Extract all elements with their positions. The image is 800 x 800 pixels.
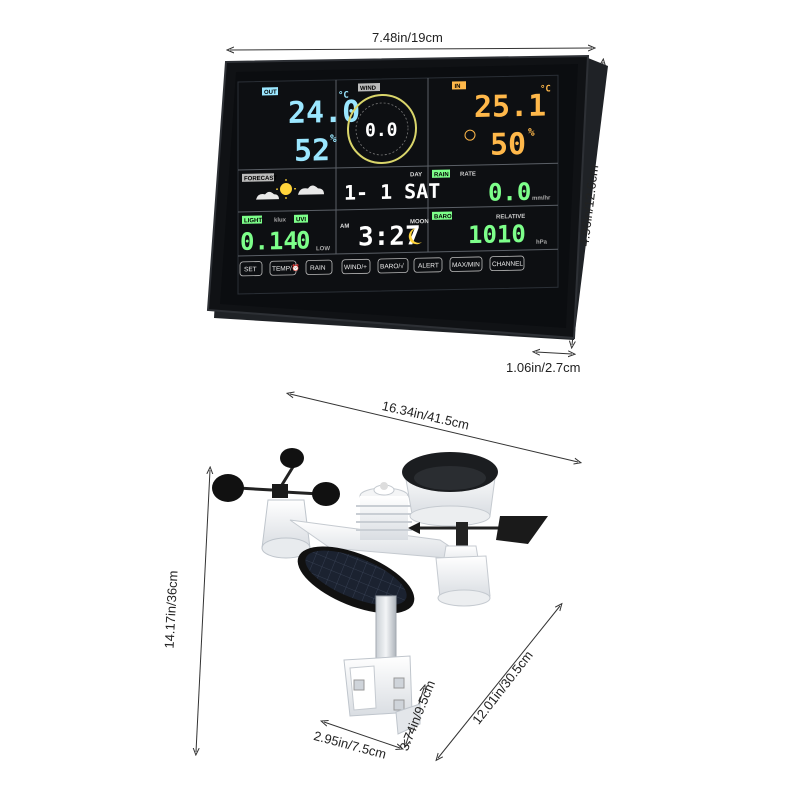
outdoor-humidity-unit: % [330,132,337,145]
uvi-level: LOW [316,246,330,252]
rain-button-label: RAIN [310,265,326,272]
max-min-button[interactable] [449,256,483,272]
channel-button-label: CHANNEL [492,261,523,269]
rain-value: 0.0 [488,178,531,207]
wind-speed: 0.0 [365,120,398,142]
alert-button[interactable] [413,257,443,273]
baro-unit: hPa [536,240,548,246]
compass-dial [347,93,417,164]
mounting-bracket [343,655,421,735]
set-button[interactable] [239,261,263,277]
set-button-label: SET [244,266,257,273]
baro-value: 1010 [468,220,526,249]
wind-label: WIND [360,86,377,92]
temp-button[interactable] [269,260,297,276]
indoor-humidity: 50 [490,127,526,163]
rain-rate-label: RATE [460,172,476,178]
anemometer [212,448,340,506]
uvi-label: UVI [296,217,306,223]
sun-cloud-forecast-icon [256,178,324,200]
comfort-face-icon [464,129,476,141]
max-min-button-label: MAX/MIN [452,261,480,269]
baro-label: BARO [434,214,452,220]
indoor-humidity-unit: % [528,126,535,139]
sensor-width-dim-line [290,394,578,462]
sensor-mast-dim-line [438,606,560,758]
temp-button-label: TEMP/⏰ [272,263,300,273]
mast-pole [375,595,397,659]
lcd-screen: OUT 24.0 °C 52 % WIND 0.0 IN 25.1 °C 50 … [237,74,559,295]
console-depth-label: 1.06in/2.7cm [506,360,581,375]
outdoor-temp-unit: °C [338,91,349,101]
wind-button[interactable] [341,258,371,275]
in-label: IN [455,84,461,90]
light-unit: klux [274,217,287,223]
rain-unit: mm/hr [532,195,551,201]
outdoor-humidity: 52 [294,133,330,169]
am-label: AM [340,224,349,230]
alert-button-label: ALERT [418,262,439,269]
uvi-value: 0 [296,226,310,254]
out-tag [262,87,278,96]
rain-button[interactable] [305,259,333,275]
indoor-temp: 25.1 [474,89,546,126]
radiation-shield [356,482,412,540]
console-width-label: 7.48in/19cm [372,30,443,45]
bracket-width-dim-line [324,722,400,748]
light-value: 0.14 [240,227,298,256]
baro-relative-label: RELATIVE [496,214,525,221]
console-width-dim-line [230,48,592,50]
moon-phase-icon [408,228,422,245]
wind-button-label: WIND/+ [344,264,367,271]
day-label: DAY [410,172,422,178]
button-row: SET TEMP/⏰ RAIN WIND/+ BARO/√ ALERT MAX/… [239,255,525,277]
forecast-label: FORECAST [244,176,277,183]
rain-label: RAIN [434,172,449,178]
baro-button[interactable] [377,258,409,274]
channel-button[interactable] [489,255,525,272]
baro-button-label: BARO/√ [380,262,404,271]
sensor-assembly [212,448,548,735]
light-label: LIGHT [244,218,262,224]
date-value: 1- 1 SAT [344,179,440,205]
out-label: OUT [264,90,277,96]
sensor-height-dim-line [196,470,210,752]
outdoor-temp: 24.0 [288,94,360,131]
rain-gauge [402,452,498,527]
moon-label: MOON [410,219,429,225]
indoor-temp-unit: °C [540,84,551,94]
console-depth-dim-line [536,352,572,354]
